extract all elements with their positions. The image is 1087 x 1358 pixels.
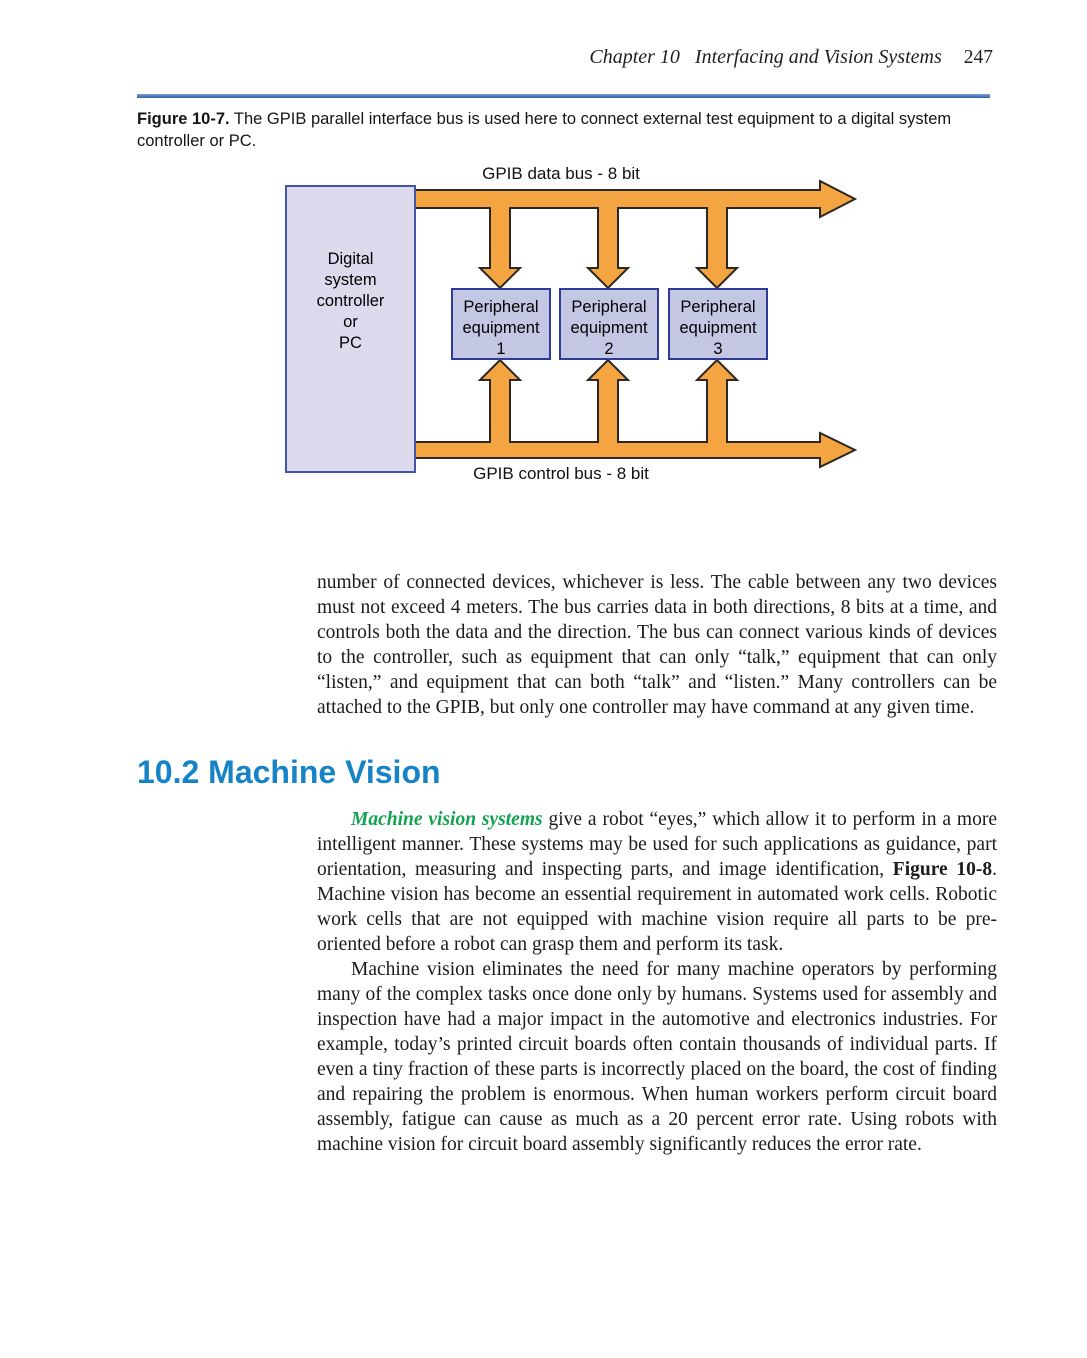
- gpib-data-bus-arrow: [412, 179, 858, 290]
- running-header-title: Interfacing and Vision Systems: [694, 46, 942, 68]
- paragraph-text: number of connected devices, whichever i…: [317, 572, 997, 718]
- peripheral-box-1: Peripheral equipment 1: [451, 288, 551, 360]
- peripheral-box-3: Peripheral equipment 3: [668, 288, 768, 360]
- controller-label-line: controller: [316, 292, 385, 310]
- peripheral-label-line: Peripheral: [571, 298, 647, 316]
- control-bus-label: GPIB control bus - 8 bit: [473, 464, 649, 483]
- peripheral-label-line: equipment: [570, 319, 648, 337]
- paragraph-gpib: number of connected devices, whichever i…: [317, 570, 997, 720]
- running-header: Chapter 10 Interfacing and Vision System…: [589, 46, 993, 69]
- peripheral-label-line: 2: [604, 340, 614, 358]
- controller-label-line: or: [343, 313, 358, 331]
- controller-label-line: PC: [339, 334, 362, 352]
- running-header-chapter: Chapter 10: [589, 46, 680, 68]
- page-number: 247: [963, 47, 993, 68]
- controller-label-line: Digital: [327, 250, 374, 268]
- section-heading: 10.2 Machine Vision: [137, 754, 441, 790]
- figure-caption-text: The GPIB parallel interface bus is used …: [137, 110, 952, 150]
- peripheral-label-line: Peripheral: [463, 298, 539, 316]
- peripheral-label-line: Peripheral: [680, 298, 756, 316]
- paragraph-machine-vision-benefits: Machine vision eliminates the need for m…: [317, 957, 997, 1157]
- figure-caption: Figure 10-7. The GPIB parallel interface…: [137, 108, 965, 152]
- paragraph-text: give a robot “eyes,” which allow it to p…: [317, 809, 997, 880]
- figure-caption-label: Figure 10-7.: [137, 110, 230, 128]
- controller-box: Digital system controller or PC: [285, 185, 416, 473]
- paragraph-text: . Machine vision has become an essential…: [317, 859, 997, 955]
- paragraph-machine-vision-intro: Machine vision systems give a robot “eye…: [317, 807, 997, 957]
- peripheral-box-2: Peripheral equipment 2: [559, 288, 659, 360]
- term-machine-vision-systems: Machine vision systems: [351, 809, 543, 830]
- controller-label-line: system: [324, 271, 377, 289]
- body-text-column: number of connected devices, whichever i…: [137, 570, 997, 1157]
- paragraph-text: Machine vision eliminates the need for m…: [317, 959, 997, 1155]
- peripheral-label-line: equipment: [679, 319, 757, 337]
- figure-reference: Figure 10-8: [892, 859, 993, 880]
- header-rule-divider: [137, 94, 990, 98]
- peripheral-label-line: 1: [496, 340, 506, 358]
- gpib-control-bus-arrow: [412, 358, 858, 469]
- gpib-bus-arrows: [412, 179, 858, 469]
- peripheral-label-line: 3: [713, 340, 723, 358]
- data-bus-label: GPIB data bus - 8 bit: [482, 164, 640, 183]
- peripheral-label-line: equipment: [462, 319, 540, 337]
